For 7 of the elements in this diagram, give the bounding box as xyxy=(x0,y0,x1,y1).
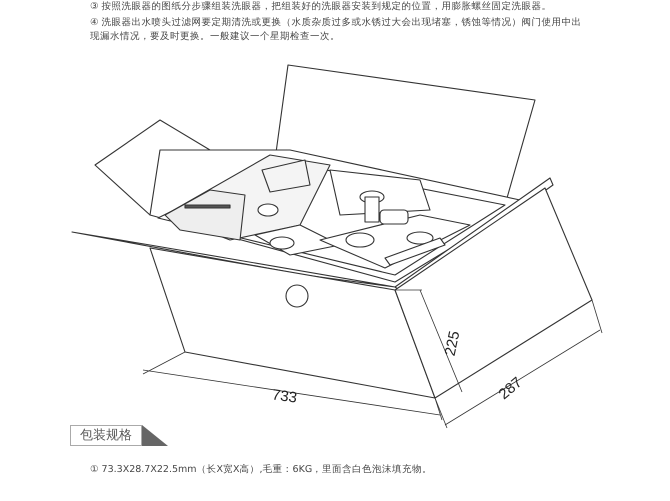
section-heading-tab: 包装规格 xyxy=(70,425,142,446)
spec-note: ① 73.3X28.7X22.5mm（长X宽X高）,毛重：6KG，里面含白色泡沫填充物。 xyxy=(90,463,434,477)
instruction-note: ③ 按照洗眼器的图纸分步骤组装洗眼器，把组装好的洗眼器安装到规定的位置，用膨胀螺丝固定洗眼器。 xyxy=(90,0,553,14)
instruction-note: ④ 洗眼器出水喷头过滤网要定期清洗或更换（水质杂质过多或水锈过大会出现堵塞，锈蚀等情况）阀门使用中出现漏水情况，要及时更换。一般建议一个星期检查一次。 xyxy=(90,16,583,44)
dimension-label: 287 xyxy=(495,374,526,404)
dimension-label: 225 xyxy=(442,330,464,358)
dimension-label: 733 xyxy=(270,386,298,407)
